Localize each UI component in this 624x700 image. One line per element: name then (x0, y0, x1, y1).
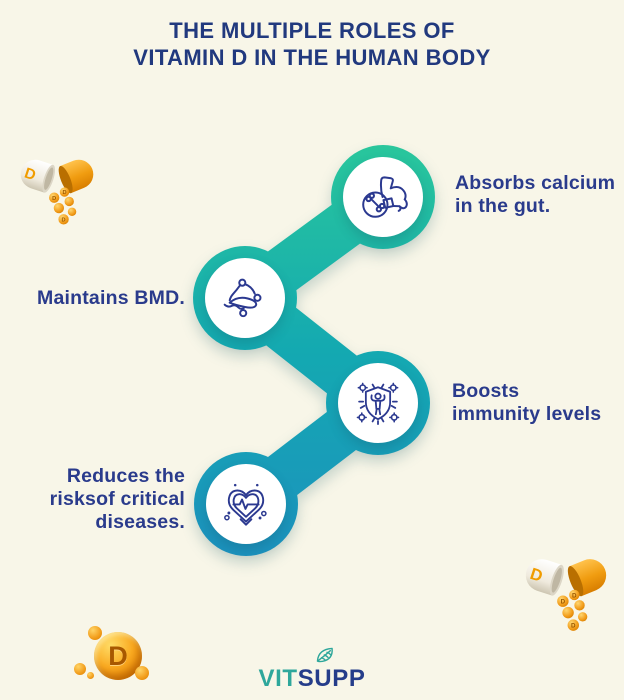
node-reduces-risks (206, 464, 286, 544)
node-label-maintains-bmd: Maintains BMD. (0, 287, 185, 310)
label-line: diseases. (95, 511, 185, 533)
bicep-bone-magnifier-icon (362, 176, 408, 218)
node-label-absorbs-calcium: Absorbs calcium in the gut. (455, 172, 615, 218)
node-absorbs-calcium (343, 157, 423, 237)
page-title-line2: VITAMIN D IN THE HUMAN BODY (133, 45, 491, 70)
label-line: Maintains BMD. (37, 287, 185, 309)
coin-letter: D (108, 640, 128, 671)
node-maintains-bmd (205, 258, 285, 338)
coin-bubble (87, 672, 94, 679)
page-title-line1: THE MULTIPLE ROLES OF (169, 18, 455, 43)
vitamin-d-coin-illustration: D (94, 632, 142, 680)
node-label-boosts-immunity: Boosts immunity levels (452, 380, 601, 426)
stomach-icon (223, 278, 262, 318)
logo-supp: SUPP (297, 665, 366, 692)
logo-vit: VIT (258, 665, 298, 692)
vitsupp-logo: VITSUPP (259, 643, 366, 692)
label-line: immunity levels (452, 403, 602, 425)
coin-bubble (88, 626, 102, 640)
shield-person-germs-icon (356, 382, 400, 426)
leaf-icon (316, 647, 333, 663)
label-line: Reduces the (66, 465, 185, 487)
node-label-reduces-risks: Reduces the risksof critical diseases. (0, 465, 185, 534)
node-boosts-immunity (338, 363, 418, 443)
label-line: in the gut. (455, 195, 551, 217)
heart-ecg-icon (224, 483, 267, 526)
coin-bubble (135, 666, 149, 680)
label-line: Boosts (452, 380, 520, 402)
vitamin-d-capsule-illustration (521, 554, 612, 631)
page-title: THE MULTIPLE ROLES OF VITAMIN D IN THE H… (0, 17, 624, 71)
label-line: risksof critical (49, 488, 185, 510)
coin-bubble (74, 663, 86, 675)
label-line: Absorbs calcium (455, 172, 616, 194)
vitamin-d-capsule-illustration (16, 155, 98, 225)
logo-text: VITSUPP (259, 666, 366, 692)
